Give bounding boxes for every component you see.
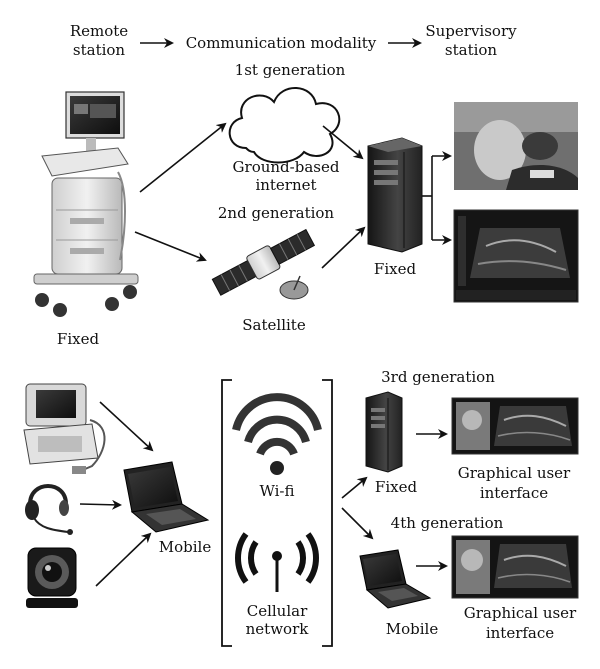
- headset-icon: [25, 484, 73, 535]
- ultrasound-cart-icon: [33, 91, 139, 317]
- cellular-network-icon: [235, 532, 319, 592]
- gui-screen-gen4-image: [451, 535, 579, 599]
- cellular-label-line2: network: [246, 620, 310, 638]
- server-small-icon: [365, 391, 403, 473]
- server-tower-icon: [367, 137, 423, 253]
- remote-fixed-label: Fixed: [57, 330, 100, 348]
- server-fork: [422, 151, 452, 245]
- arrow-satellite-to-server: [321, 226, 366, 269]
- patient-photo-image: [454, 102, 578, 190]
- header-remote-line1: Remote: [70, 22, 128, 40]
- gen1-label: 1st generation: [235, 61, 346, 79]
- right-bracket: [322, 379, 333, 647]
- laptop-remote-icon: [123, 461, 210, 533]
- arrow-cart-to-satellite: [134, 231, 207, 262]
- gen3-gui-line1: Graphical user: [458, 464, 571, 482]
- header-remote-line2: station: [73, 41, 126, 59]
- arrow-ultrasound-to-laptop: [99, 401, 154, 452]
- header-supervisory-line1: Supervisory: [425, 22, 517, 40]
- cloud-icon: [228, 87, 341, 164]
- gen4-gui-line1: Graphical user: [464, 604, 577, 622]
- laptop-gen4-icon: [359, 549, 432, 609]
- gen4-gui-line2: interface: [486, 624, 554, 642]
- satellite-label: Satellite: [242, 316, 306, 334]
- wifi-label: Wi-fi: [259, 482, 294, 500]
- arrow-webcam-to-laptop: [95, 532, 152, 587]
- gui-screen-gen3-image: [451, 397, 579, 455]
- server-fixed-label: Fixed: [374, 260, 417, 278]
- arrow-internet-to-server: [322, 125, 364, 160]
- cellular-label-line1: Cellular: [247, 602, 308, 620]
- header-supervisory-line2: station: [445, 41, 498, 59]
- gen4-device-label: Mobile: [386, 620, 439, 638]
- header-communication-modality: Communication modality: [186, 34, 377, 52]
- webcam-icon: [26, 547, 78, 608]
- ground-internet-line2: internet: [255, 176, 316, 194]
- gen2-label: 2nd generation: [218, 204, 335, 222]
- ultrasound-gui-screen-image: [453, 209, 579, 303]
- arrow-cart-to-internet: [139, 122, 227, 193]
- arrow-network-to-gen4: [341, 507, 374, 540]
- gen3-gui-line2: interface: [480, 484, 548, 502]
- portable-ultrasound-icon: [23, 383, 106, 474]
- satellite-icon: [211, 228, 316, 300]
- wifi-icon: [232, 393, 322, 475]
- left-bracket: [221, 379, 232, 647]
- gen3-label: 3rd generation: [381, 368, 495, 386]
- ground-internet-line1: Ground-based: [233, 158, 340, 176]
- gen4-label: 4th generation: [391, 514, 504, 532]
- mobile-remote-label: Mobile: [159, 538, 212, 556]
- arrow-headset-to-laptop: [79, 499, 122, 510]
- arrow-network-to-gen3: [341, 476, 368, 499]
- gen3-device-label: Fixed: [375, 478, 418, 496]
